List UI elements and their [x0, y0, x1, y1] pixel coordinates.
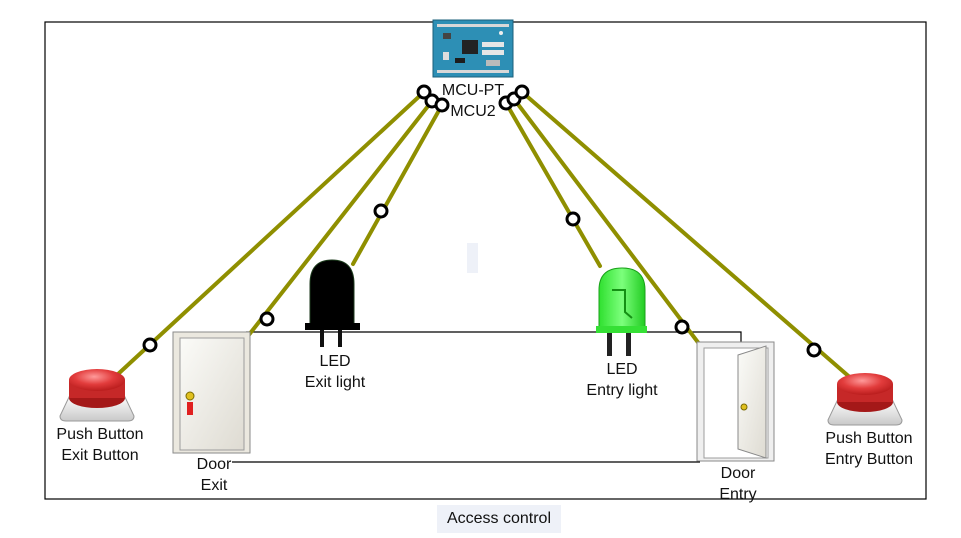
entry-door-label-name: Entry	[719, 486, 757, 503]
exit-button-label-name: Exit Button	[61, 447, 139, 464]
entry-push-button-icon[interactable]	[827, 373, 903, 426]
connector-entry-button	[806, 342, 822, 358]
exit-led-label-name: Exit light	[304, 374, 366, 391]
mcu-label-name: MCU2	[450, 103, 496, 120]
entry-led-label-type: LED	[606, 361, 638, 378]
connector-mcu-3	[434, 97, 450, 113]
connector-entry-led	[565, 211, 581, 227]
entry-door-label: Door Entry	[704, 463, 772, 505]
cable-exit-led	[351, 103, 444, 266]
cable-exit-button	[115, 90, 426, 377]
mcu-label: MCU-PT MCU2	[430, 80, 516, 122]
entry-button-label-type: Push Button	[825, 430, 913, 447]
workspace-caption: Access control	[437, 505, 561, 533]
mcu-board-icon[interactable]	[432, 19, 514, 78]
connector-exit-door	[259, 311, 275, 327]
exit-button-label-type: Push Button	[56, 426, 144, 443]
entry-button-label-name: Entry Button	[824, 451, 914, 468]
cable-connectors	[142, 84, 822, 358]
exit-door-label: Door Exit	[180, 454, 248, 496]
entry-button-label: Push Button Entry Button	[812, 428, 926, 470]
workspace-marker	[467, 243, 478, 273]
cable-entry-button	[520, 90, 855, 382]
cable-entry-door	[512, 97, 705, 351]
exit-door-label-type: Door	[196, 456, 232, 473]
entry-led-label: LED Entry light	[572, 359, 672, 401]
connector-mcu-6	[514, 84, 530, 100]
entry-door-icon[interactable]	[696, 341, 775, 462]
connector-exit-led	[373, 203, 389, 219]
entry-led-label-name: Entry light	[586, 382, 658, 399]
exit-door-label-name: Exit	[200, 477, 228, 494]
connector-entry-door	[674, 319, 690, 335]
exit-led-label-type: LED	[319, 353, 351, 370]
exit-push-button-icon[interactable]	[59, 369, 135, 422]
cable-entry-led	[504, 101, 602, 268]
exit-button-label: Push Button Exit Button	[45, 424, 155, 466]
connector-mcu-1	[416, 84, 432, 100]
entry-door-label-type: Door	[720, 465, 756, 482]
exit-door-icon[interactable]	[172, 331, 251, 454]
exit-led-label: LED Exit light	[290, 351, 380, 393]
connector-exit-button	[142, 337, 158, 353]
entry-led-icon[interactable]	[596, 267, 647, 356]
cable-exit-door	[246, 99, 434, 338]
iot-cables	[115, 90, 855, 382]
exit-led-icon[interactable]	[305, 259, 360, 347]
mcu-label-type: MCU-PT	[441, 82, 505, 99]
